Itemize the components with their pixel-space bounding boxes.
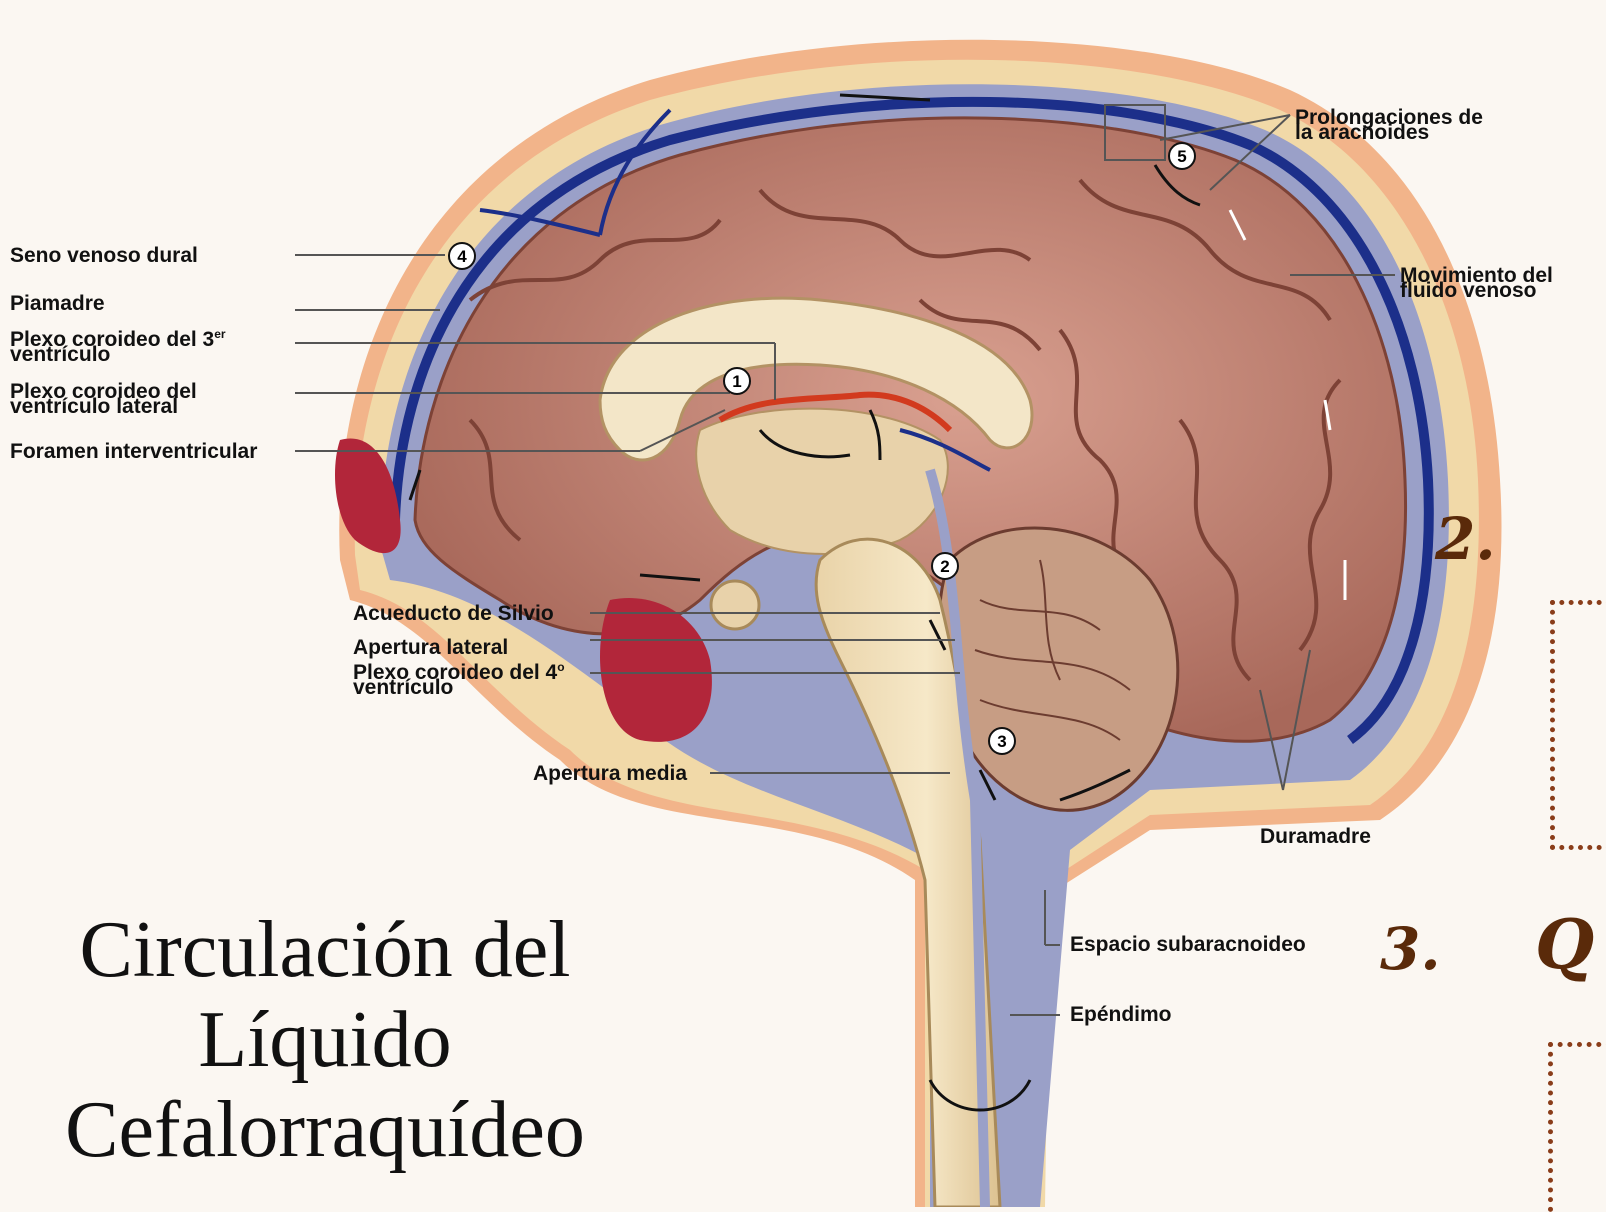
label-apertura-lateral: Apertura lateral <box>353 640 508 655</box>
title-line-2: Líquido <box>40 995 610 1085</box>
label-ependimo: Epéndimo <box>1070 1007 1172 1022</box>
marker-5: 5 <box>1169 143 1195 169</box>
title-line-3: Cefalorraquídeo <box>40 1085 610 1175</box>
svg-text:2: 2 <box>940 557 949 576</box>
label-apertura-media: Apertura media <box>533 766 687 781</box>
title-line-1: Circulación del <box>40 905 610 995</box>
svg-text:5: 5 <box>1177 147 1186 166</box>
label-movimiento-line2: fluido venoso <box>1400 283 1553 298</box>
page-title: Circulación del Líquido Cefalorraquídeo <box>40 905 610 1175</box>
marker-1: 1 <box>724 368 750 394</box>
label-seno-venoso-dural: Seno venoso dural <box>10 248 198 263</box>
side-item-3: 3. <box>1380 915 1441 983</box>
label-acueducto: Acueducto de Silvio <box>353 606 554 621</box>
label-plexo-3er-sup: er <box>214 327 225 341</box>
label-duramadre: Duramadre <box>1260 829 1371 844</box>
label-plexo-lateral-line2: ventrículo lateral <box>10 399 197 414</box>
svg-text:4: 4 <box>457 247 467 266</box>
label-espacio-subaracnoideo: Espacio subaracnoideo <box>1070 937 1306 952</box>
side-item-2: 2. <box>1435 505 1496 573</box>
svg-text:1: 1 <box>732 372 741 391</box>
marker-2: 2 <box>932 553 958 579</box>
side-dotted-box-2 <box>1548 1042 1606 1212</box>
svg-text:3: 3 <box>997 732 1006 751</box>
label-plexo-4o-sup: o <box>557 660 564 674</box>
label-piamadre: Piamadre <box>10 296 105 311</box>
marker-4: 4 <box>449 243 475 269</box>
side-dotted-box-1 <box>1550 600 1606 850</box>
label-foramen: Foramen interventricular <box>10 444 257 459</box>
marker-3: 3 <box>989 728 1015 754</box>
side-item-3-letter: Q <box>1535 905 1594 985</box>
